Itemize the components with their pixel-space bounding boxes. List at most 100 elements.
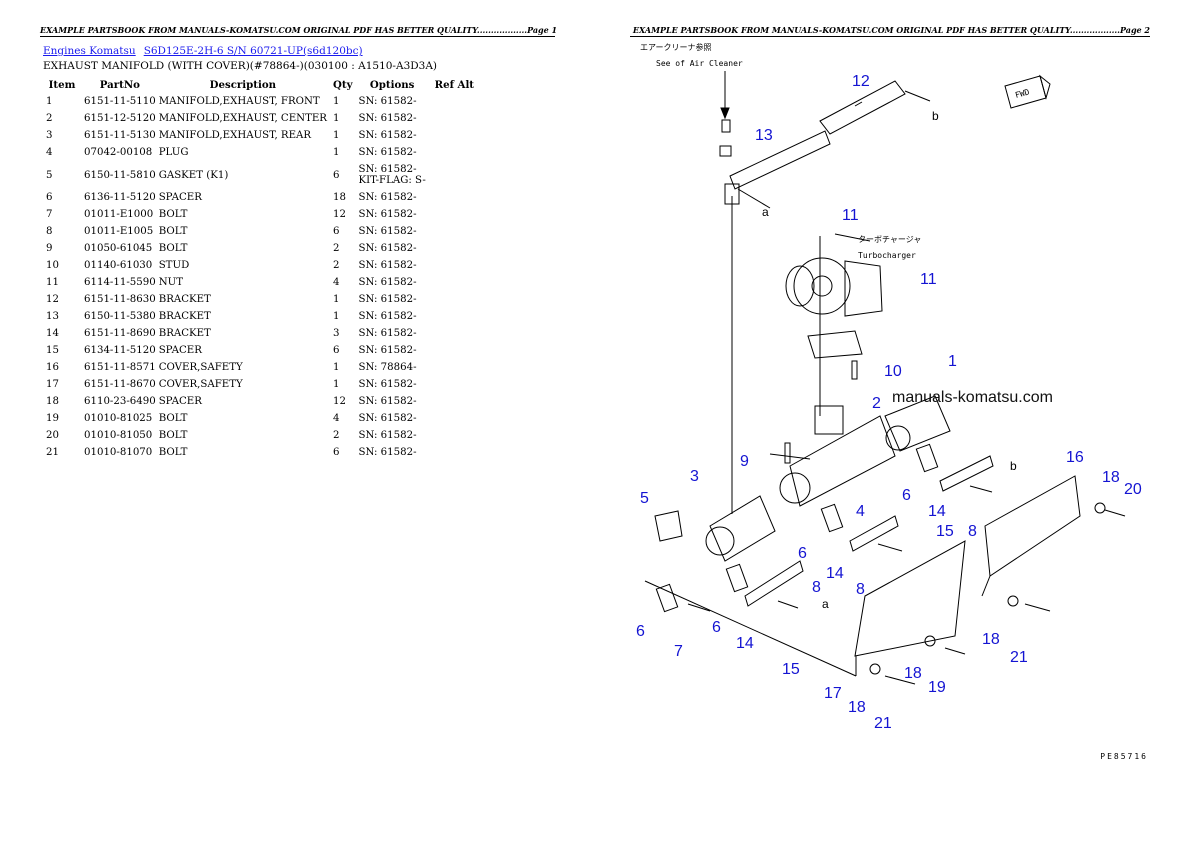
ref-alt-cell [429,223,480,240]
description-cell: MANIFOLD,EXHAUST, FRONT [158,96,320,107]
callout-18b: 18 [982,631,1000,648]
callout-8c: 8 [812,579,821,596]
item-cell: 16 [46,362,59,373]
col-qty: Qty [332,78,353,91]
qty-cell: 4 [332,277,340,288]
options-cell: SN: 61582- [355,93,428,110]
qty-cell: 1 [332,362,340,373]
item-cell: 8 [46,226,53,237]
ref-alt-cell [429,427,480,444]
partno-cell: 01140-61030 [84,260,153,271]
options-cell: SN: 61582- [355,274,428,291]
callout-2: 2 [872,395,881,412]
callout-4: 4 [856,503,865,520]
ref-alt-cell [429,325,480,342]
qty-cell: 2 [332,430,340,441]
description-cell: BOLT [158,226,188,237]
ref-alt-cell [429,189,480,206]
item-cell: 10 [46,260,59,271]
qty-cell: 1 [332,147,340,158]
partno-cell: 6151-11-5110 [84,96,156,107]
table-row: 10 01140-61030 STUD 2 SN: 61582- [43,257,480,274]
item-cell: 15 [46,345,59,356]
options-sn: SN: 61582- [358,243,417,254]
item-cell: 20 [46,430,59,441]
ref-alt-cell [429,93,480,110]
qty-cell: 1 [332,294,340,305]
options-cell: SN: 61582-KIT-FLAG: S- [355,161,428,189]
options-sn: SN: 61582- [358,192,417,203]
options-cell: SN: 61582- [355,127,428,144]
partno-cell: 6114-11-5590 [84,277,156,288]
callout-14b: 14 [826,565,844,582]
item-cell: 9 [46,243,53,254]
item-cell: 13 [46,311,59,322]
qty-cell: 2 [332,260,340,271]
partno-cell: 6151-12-5120 [84,113,156,124]
exploded-parts-diagram: エアークリーナ参照 See of Air Cleaner ターボチャージャ Tu… [636,42,1142,732]
ref-alt-cell [429,161,480,189]
description-cell: BOLT [158,413,188,424]
ref-alt-cell [429,410,480,427]
options-cell: SN: 61582- [355,240,428,257]
partno-cell: 01010-81025 [84,413,153,424]
options-sn: SN: 61582- [358,311,417,322]
callout-21b: 21 [874,715,892,732]
description-cell: COVER,SAFETY [158,379,243,390]
breadcrumb-link-engines[interactable]: Engines Komatsu [43,45,136,57]
options-cell: SN: 61582- [355,410,428,427]
col-partno: PartNo [99,78,140,91]
qty-cell: 4 [332,413,340,424]
qty-cell: 1 [332,113,340,124]
callout-18d: 18 [848,699,866,716]
breadcrumb-link-model[interactable]: S6D125E-2H-6 S/N 60721-UP(s6d120bc) [143,45,363,57]
qty-cell: 1 [332,130,340,141]
page-header: EXAMPLE PARTSBOOK FROM MANUALS-KOMATSU.C… [40,25,558,37]
options-sn: SN: 61582- [358,430,417,441]
description-cell: SPACER [158,396,202,407]
qty-cell: 3 [332,328,340,339]
description-cell: BOLT [158,430,188,441]
options-cell: SN: 61582- [355,308,428,325]
options-sn: SN: 61582- [358,260,417,271]
partno-cell: 6110-23-6490 [84,396,156,407]
item-cell: 6 [46,192,53,203]
qty-cell: 2 [332,243,340,254]
partno-cell: 6150-11-5380 [84,311,156,322]
col-item: Item [48,78,76,91]
options-sn: SN: 78864- [358,362,417,373]
figure-code: PE85716 [1100,752,1148,761]
qty-cell: 12 [332,396,346,407]
ref-alt-cell [429,127,480,144]
qty-cell: 12 [332,209,346,220]
options-cell: SN: 61582- [355,223,428,240]
col-ref-alt: Ref Alt [434,78,475,91]
letter-a-1: a [762,205,769,219]
item-cell: 19 [46,413,59,424]
item-cell: 1 [46,96,53,107]
item-cell: 11 [46,277,59,288]
ref-alt-cell [429,274,480,291]
callout-14a: 14 [928,503,946,520]
options-cell: SN: 61582- [355,393,428,410]
description-cell: STUD [158,260,190,271]
qty-cell: 6 [332,447,340,458]
qty-cell: 18 [332,192,346,203]
partno-cell: 6134-11-5120 [84,345,156,356]
qty-cell: 6 [332,169,340,181]
partno-cell: 6151-11-8690 [84,328,156,339]
callout-7: 7 [674,643,683,660]
options-sn: SN: 61582- [358,396,417,407]
description-cell: BRACKET [158,294,211,305]
callout-15a: 15 [936,523,954,540]
item-cell: 17 [46,379,59,390]
item-cell: 3 [46,130,53,141]
